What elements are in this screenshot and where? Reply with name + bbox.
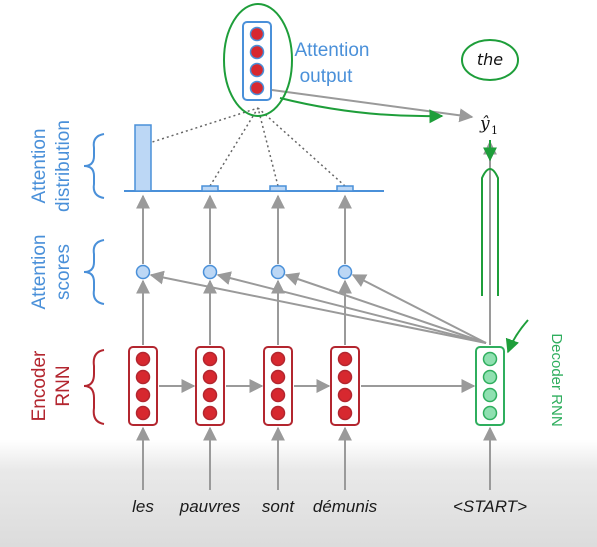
attention-weight-bar [134,124,152,192]
attention-score-dot [202,264,218,280]
attention-weight-bar [269,185,287,192]
cell-box [242,21,272,101]
neuron [202,387,218,403]
attention-output-circle-annotation [223,3,293,117]
word-sont: sont [262,497,295,516]
decoder-label: Decoder RNN [548,333,565,426]
decoder-rnn [475,346,505,426]
neuron [482,405,498,421]
decoder-query-arrow [216,271,487,344]
output-label-line1: Attention [295,40,370,61]
decoder-query-arrow [351,274,487,344]
scores-brace [83,239,105,305]
cell-box [330,346,360,426]
neuron [337,405,353,421]
neuron [249,44,265,60]
scores-label-line2: scores [53,244,74,300]
encoder-brace [83,349,105,425]
neuron [482,351,498,367]
cell-box [263,346,293,426]
green-annotations [223,3,529,354]
y-hat-main: ŷ [479,114,490,134]
encoder-rnn [128,346,360,426]
prediction-word: the [477,50,503,69]
attention-scores [135,264,353,280]
neuron [337,369,353,385]
neuron [135,387,151,403]
neuron [337,351,353,367]
scores-label-line1: Attention [29,235,50,310]
neuron [202,405,218,421]
neuron [202,351,218,367]
word-pauvres: pauvres [179,497,241,516]
encoder-label-line1: Encoder [29,350,50,421]
neuron [482,369,498,385]
distribution-brace [83,133,105,199]
neuron [270,351,286,367]
dist-label-line1: Attention [29,129,50,204]
encoder-cell [195,346,225,426]
decoder-query-arrow [149,270,487,344]
encoder-label-line2: RNN [53,365,74,406]
neuron [270,405,286,421]
attention-weight-bar [336,185,354,192]
decoder-query-arrow [284,272,487,344]
neuron [135,369,151,385]
attention-weight-bar [201,185,219,192]
cell-box [195,346,225,426]
neuron [337,387,353,403]
cell-box [475,346,505,426]
decoder-rnn-label: Decoder RNN [548,333,565,426]
weighted-sum-line [257,107,279,187]
neuron [135,405,151,421]
encoder-cell [263,346,293,426]
output-flow-annotation [279,97,444,124]
dist-label-line2: distribution [53,120,74,212]
weighted-sum-line [209,107,259,187]
neuron [270,369,286,385]
encoder-cell [128,346,158,426]
arrow-layer [136,89,497,490]
word-les: les [132,497,154,516]
neuron [270,387,286,403]
attention-scores-label: Attention scores [29,235,74,310]
prediction-circle-annotation [461,39,519,81]
neuron [249,62,265,78]
attention-distribution-label: Attention distribution [29,120,74,212]
weighted-sum-line [257,107,346,187]
weighted-sum-line [142,107,259,146]
attention-score-dot [337,264,353,280]
neuron [249,26,265,42]
cell-box [128,346,158,426]
neuron [482,387,498,403]
output-label-line2: output [300,66,354,87]
word-start: <START> [453,497,527,516]
decoder-output-annotation [481,168,499,296]
attention-score-dot [135,264,151,280]
neuron [249,80,265,96]
attention-output-vector [242,21,272,101]
encoder-cell [330,346,360,426]
neuron [135,351,151,367]
encoder-rnn-label: Encoder RNN [29,350,74,421]
attention-output-cell [242,21,272,101]
decoder-pointer-annotation [505,319,529,354]
neuron [202,369,218,385]
y-hat-subscript: 1 [491,124,498,137]
decoder-cell [475,346,505,426]
attention-score-dot [270,264,286,280]
attention-distribution [124,124,384,192]
word-demunis: démunis [313,497,378,516]
